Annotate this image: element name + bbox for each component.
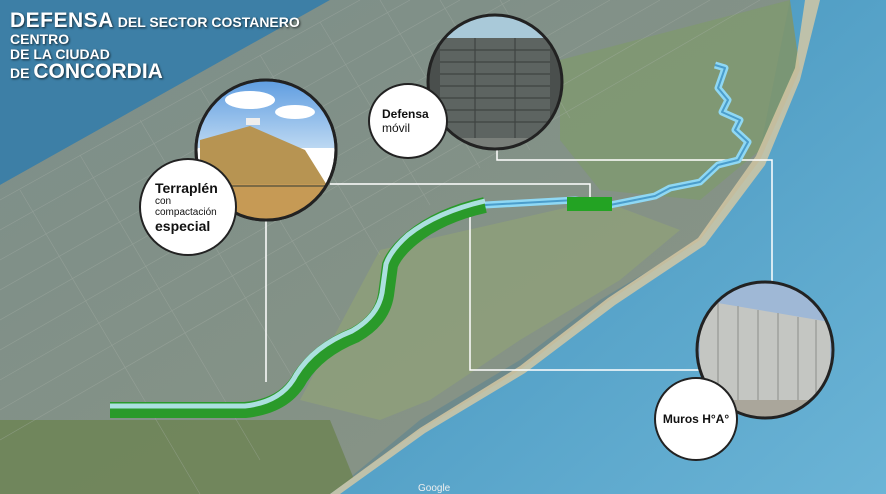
callout-terraplen: Terraplén con compactación especial [139, 158, 237, 256]
embankment-route [110, 197, 487, 418]
callout-connectors [265, 148, 773, 382]
callout-muros: Muros H°A° [654, 377, 738, 461]
map-title: DEFENSA DEL SECTOR COSTANERO CENTRO DE L… [10, 9, 300, 84]
google-attribution: Google [418, 483, 451, 494]
callout-terraplen-line2: con [155, 196, 172, 207]
walls-photo [695, 280, 835, 420]
title-word-defensa: DEFENSA [10, 9, 114, 32]
callout-terraplen-line1: Terraplén [155, 180, 218, 196]
callout-terraplen-line3: compactación [155, 207, 217, 218]
callout-muros-label: Muros H°A° [662, 412, 730, 426]
title-concordia: CONCORDIA [33, 60, 163, 84]
callout-defensa-movil: Defensa móvil [368, 83, 448, 159]
title-ciudad: DE LA CIUDAD [10, 45, 110, 62]
callout-defensa-line1: Defensa [382, 107, 429, 121]
callout-terraplen-line4: especial [155, 218, 211, 234]
mobile-defense-photo [426, 13, 564, 151]
title-centro: CENTRO [10, 31, 70, 48]
callout-defensa-line2: móvil [382, 121, 411, 135]
mobile-defense-segment [567, 197, 612, 211]
title-de: DE [10, 65, 34, 82]
coastal-wall-route-edge [484, 64, 749, 206]
embankment-route-top [110, 198, 486, 409]
title-sector: DEL SECTOR COSTANERO [113, 14, 300, 30]
bottom-green [0, 420, 360, 494]
